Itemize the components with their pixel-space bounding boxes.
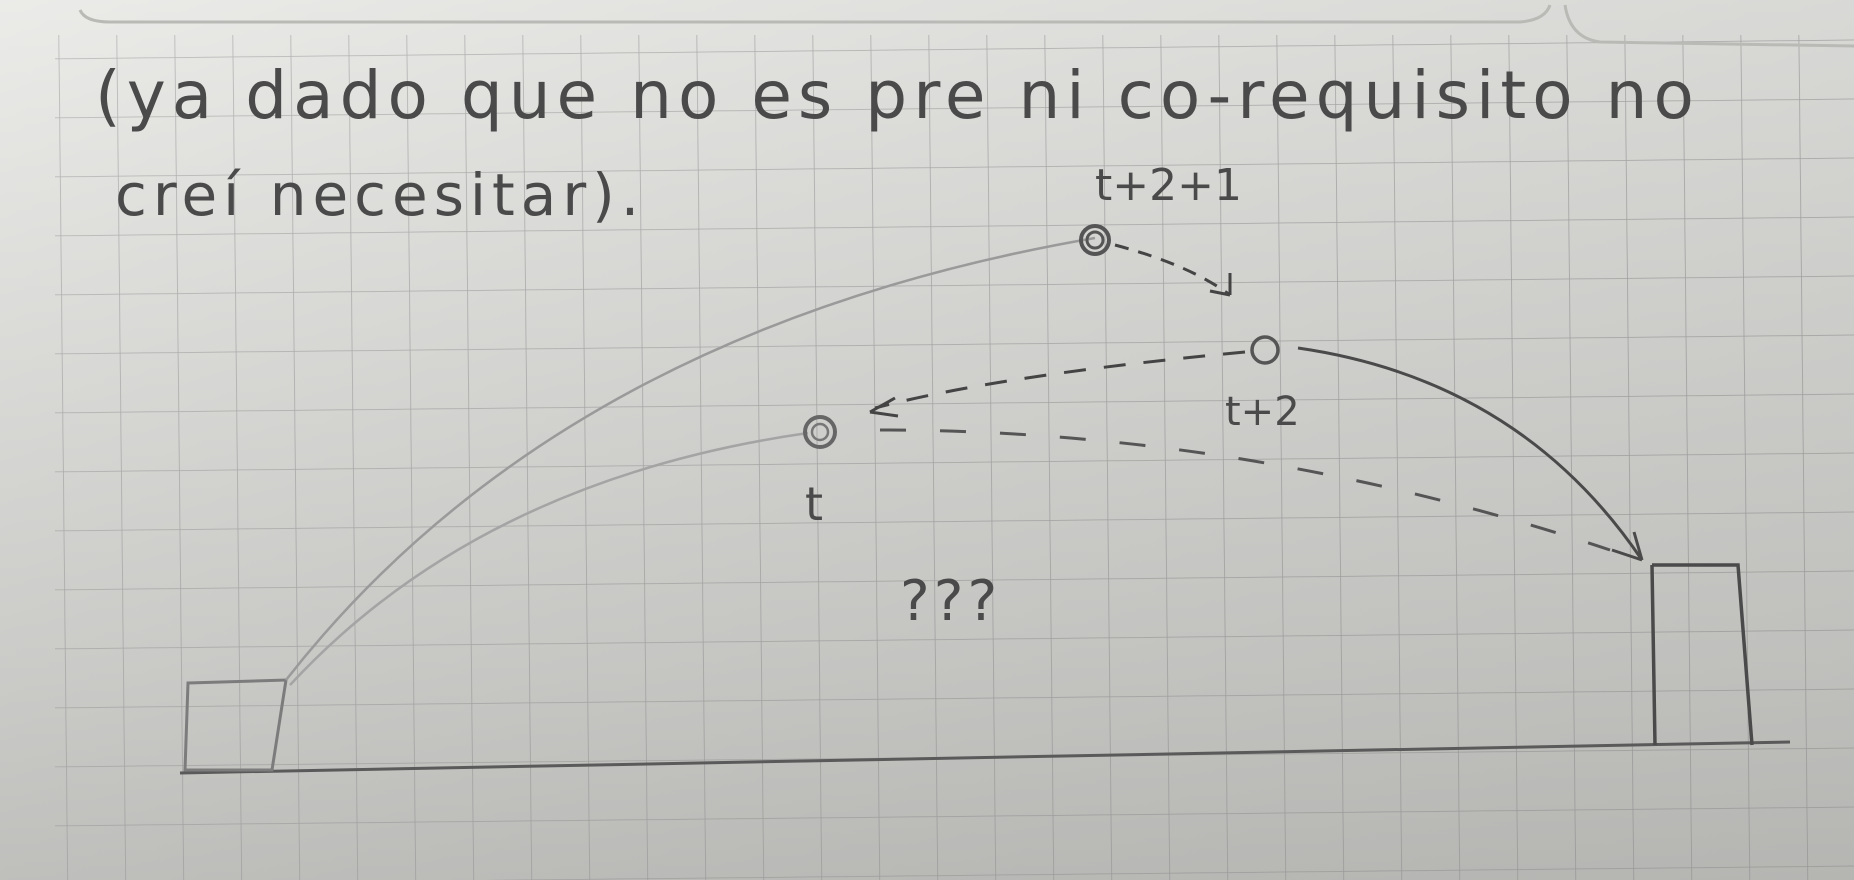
- label-t-2: t+2: [1225, 389, 1300, 435]
- arrowhead-target-icon: [1611, 531, 1644, 562]
- point-t21: [1079, 224, 1111, 256]
- dashed-arrow-left: [874, 350, 1246, 410]
- point-t: [803, 415, 837, 449]
- header-box-right: [1563, 4, 1854, 48]
- handwritten-line-2: creí necesitar).: [115, 161, 645, 229]
- dashed-line-to-target: [879, 428, 1611, 552]
- start-box: [183, 678, 288, 772]
- ground-line: [179, 740, 1791, 775]
- label-t-2-1: t+2+1: [1095, 160, 1242, 211]
- arc-to-t: [289, 431, 809, 686]
- arrowhead-left-icon: [869, 396, 899, 418]
- question-marks: ???: [900, 569, 1001, 634]
- arc-to-t21: [285, 236, 1096, 681]
- point-t2: [1250, 335, 1280, 365]
- handwritten-line-1: (ya dado que no es pre ni co-requisito n…: [95, 57, 1700, 134]
- label-t: t: [805, 477, 823, 531]
- header-box-left: [78, 4, 1552, 24]
- arc-to-target: [1297, 346, 1644, 561]
- arrowhead-down-icon: [1209, 273, 1232, 297]
- target-box: [1650, 563, 1754, 746]
